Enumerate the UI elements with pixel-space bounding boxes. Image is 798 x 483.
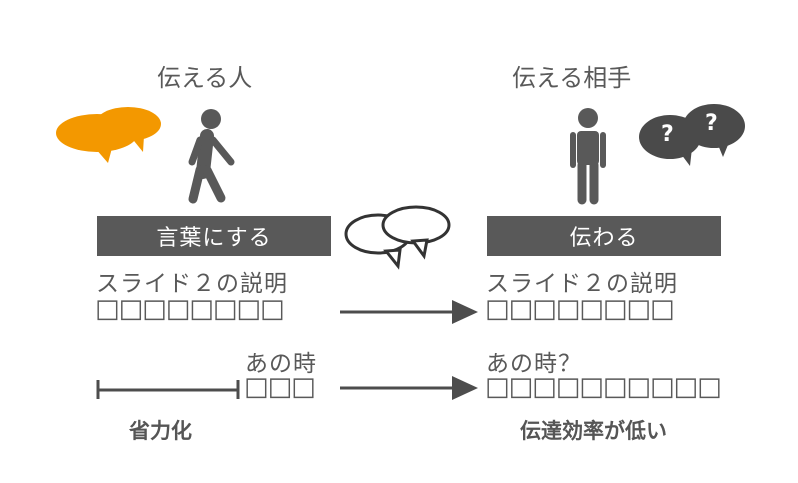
- reduction-bracket: [96, 380, 240, 399]
- speaker-title: 伝える人: [157, 64, 253, 92]
- question-bubbles-icon: [639, 104, 745, 166]
- person-standing-icon: [570, 108, 606, 205]
- arrow-slide: [340, 300, 478, 324]
- caption-right: 伝達効率が低い: [520, 419, 667, 443]
- arrow-term: [340, 376, 478, 400]
- caption-left: 省力化: [129, 419, 192, 443]
- slide-label-left: スライド２の説明: [96, 271, 288, 297]
- person-walking-icon: [188, 109, 235, 204]
- term-boxes-left: □□□: [244, 372, 316, 402]
- placeholder-boxes-left: □□□□□□□□: [95, 294, 285, 324]
- term-boxes-right: □□□□□□□□□□: [485, 374, 722, 400]
- slide-label-right: スライド２の説明: [486, 271, 678, 297]
- term-label-left: あの時: [245, 351, 317, 377]
- orange-speech-bubbles-icon: [56, 107, 161, 163]
- outline-speech-bubbles-icon: [344, 205, 451, 270]
- term-label-right: あの時？: [486, 351, 582, 377]
- understood-bar: 伝わる: [487, 216, 721, 256]
- placeholder-boxes-right: □□□□□□□□: [485, 294, 675, 324]
- question-mark: ?: [661, 122, 674, 147]
- verbalize-bar: 言葉にする: [97, 216, 331, 256]
- question-mark: ?: [705, 111, 718, 136]
- listener-title: 伝える相手: [512, 64, 632, 92]
